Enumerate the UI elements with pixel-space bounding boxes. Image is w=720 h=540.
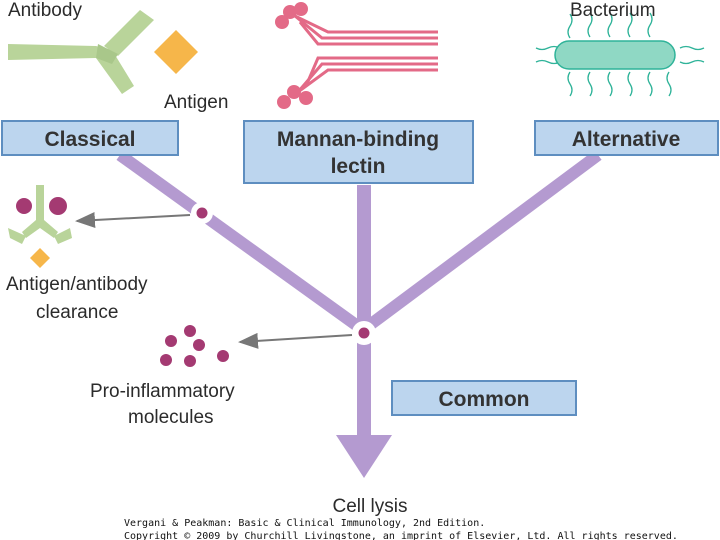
mannan-binding-lectin-box: Mannan-binding lectin [243,120,474,184]
cleavage-nodes [191,202,376,345]
classical-label: Classical [44,128,135,151]
proinflammatory-label-line1: Pro-inflammatory [90,381,235,402]
common-label: Common [439,388,530,411]
classical-pathway-line [116,150,367,335]
cell-lysis-arrowhead [336,435,392,478]
mbl-label-line1: Mannan-binding [277,128,439,151]
credit-line2: Copyright © 2009 by Churchill Livingston… [124,531,678,540]
alternative-box: Alternative [534,120,719,156]
credit-line1: Vergani & Peakman: Basic & Clinical Immu… [124,518,485,529]
alternative-label: Alternative [572,128,681,151]
antibody-label: Antibody [8,0,82,21]
proinflammatory-arrow [238,332,353,349]
pro-inflammatory-molecules-icon [160,325,229,367]
common-box: Common [391,380,577,416]
alternative-pathway-line [359,150,602,335]
antibody-icon [8,10,154,94]
clearance-arrow [75,212,191,229]
proinflammatory-label-line2: molecules [128,407,214,428]
antigen-icon [154,30,198,74]
pathway-lines [116,150,602,478]
bacterium-icon [535,12,705,97]
mannan-binding-lectin-icon [294,14,438,94]
mbl-label-line2: lectin [331,155,386,178]
immune-complex-icon [8,185,72,268]
bacterium-label: Bacterium [570,0,656,21]
classical-box: Classical [1,120,179,156]
clearance-label-line1: Antigen/antibody [6,274,148,295]
clearance-label-line2: clearance [36,302,118,323]
cell-lysis-label: Cell lysis [333,496,408,517]
antigen-label: Antigen [164,92,228,113]
